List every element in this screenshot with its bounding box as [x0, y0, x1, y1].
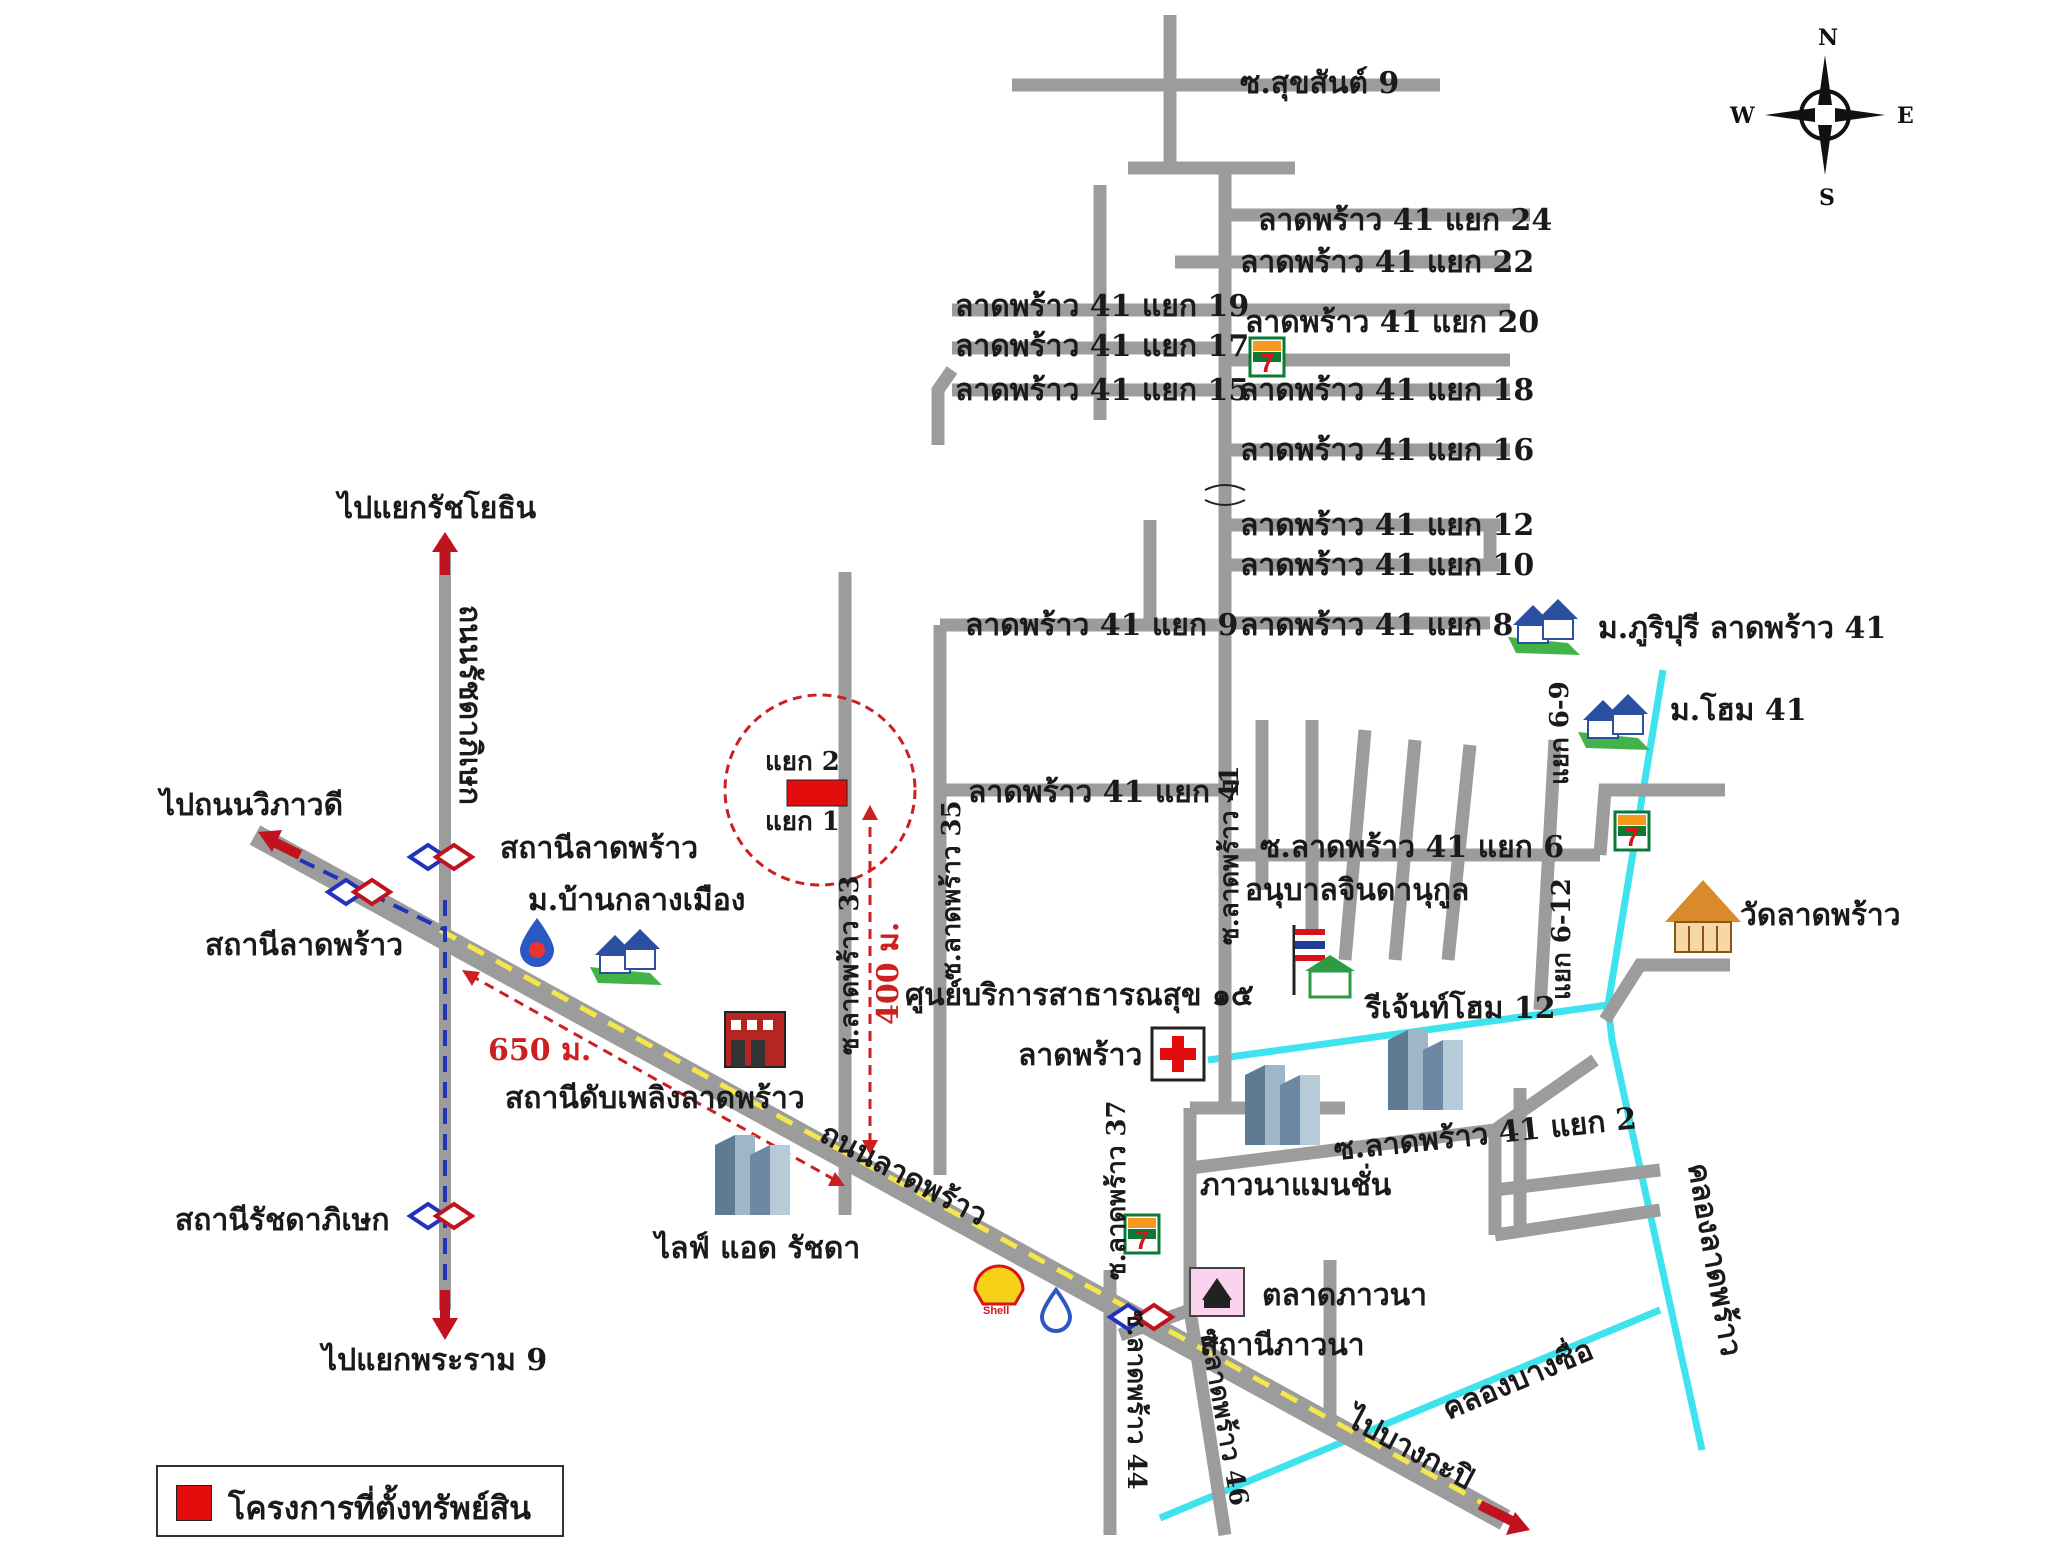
- housing-icon: [1508, 599, 1580, 655]
- label-phawana-station: สถานีภาวนา: [1200, 1328, 1365, 1363]
- compass-s: S: [1819, 185, 1835, 211]
- label-fire-station: สถานีดับเพลิงลาดพร้าว: [505, 1081, 805, 1116]
- label-soi22: ลาดพร้าว 41 แยก 22: [1240, 245, 1534, 280]
- label-soi12: ลาดพร้าว 41 แยก 12: [1240, 508, 1534, 543]
- label-ladprao-hospital: ลาดพร้าว: [1018, 1038, 1142, 1073]
- label-to-rama9: ไปแยกพระราม 9: [319, 1342, 547, 1378]
- label-soi35: ซ.ลาดพร้าว 35: [937, 800, 967, 980]
- hospital-icon: [1150, 1026, 1206, 1082]
- school-icon: [1292, 925, 1355, 999]
- label-soi17: ลาดพร้าว 41 แยก 17: [955, 329, 1249, 364]
- label-home41: ม.โฮม 41: [1670, 691, 1807, 728]
- seven-eleven-icon: 7: [1248, 336, 1286, 378]
- label-soi2: ซ.ลาดพร้าว 41 แยก 2: [1332, 1101, 1638, 1168]
- mrt-station-icon: [324, 877, 394, 907]
- compass-w: W: [1729, 103, 1755, 129]
- subject-location: แยก 2 แยก 1: [723, 693, 917, 887]
- direction-arrows: [258, 532, 1530, 1535]
- label-soi20: ลาดพร้าว 41 แยก 20: [1245, 305, 1539, 340]
- housing-icon: [1578, 694, 1650, 750]
- label-soi8: ลาดพร้าว 41 แยก 8: [1240, 608, 1513, 643]
- map-legend: โครงการที่ตั้งทรัพย์สิน: [156, 1465, 564, 1537]
- compass-icon: N S W E: [1729, 25, 1914, 211]
- label-split-2: แยก 2: [765, 747, 840, 777]
- label-phawana-mansion: ภาวนาแมนชั่น: [1200, 1163, 1392, 1203]
- label-station-ladprao-1: สถานีลาดพร้าว: [500, 831, 698, 866]
- ptt-gas-icon: [520, 918, 554, 967]
- mrt-station-icon: [406, 1201, 476, 1231]
- seven-eleven-icon: 7: [1613, 810, 1651, 852]
- seven-eleven-icon: 7: [1123, 1213, 1161, 1255]
- label-health-center: ศูนย์บริการสาธารณสุข ๑๕: [905, 978, 1254, 1014]
- mrt-station-icon: [1106, 1302, 1176, 1332]
- label-soi9: ลาดพร้าว 41 แยก 9: [965, 608, 1238, 643]
- label-regent: รีเจ้นท์โฮม 12: [1363, 989, 1556, 1026]
- label-canal-ladprao: คลองลาดพร้าว: [1680, 1160, 1748, 1359]
- legend-subject-label: โครงการที่ตั้งทรัพย์สิน: [228, 1489, 531, 1527]
- housing-icon: [590, 929, 662, 985]
- legend-subject-swatch: [176, 1485, 212, 1521]
- label-ratchada-rd: ถนนรัชดาภิเษก: [452, 605, 487, 805]
- road-break-icon: [1204, 484, 1246, 506]
- label-station-ladprao-2: สถานีลาดพร้าว: [205, 928, 403, 963]
- arrow-down-icon: [432, 1290, 458, 1340]
- label-split-6-12: แยก 6-12: [1547, 878, 1577, 1000]
- label-soi33: ซ.ลาดพร้าว 33: [835, 875, 865, 1055]
- label-kindergarten: อนุบาลจินดานุกูล: [1245, 873, 1469, 909]
- label-dist-650: 650 ม.: [488, 1033, 591, 1068]
- label-soi10: ลาดพร้าว 41 แยก 10: [1240, 548, 1534, 583]
- label-phawana-market: ตลาดภาวนา: [1262, 1278, 1427, 1313]
- compass-n: N: [1818, 25, 1838, 51]
- market-icon: [1189, 1267, 1245, 1317]
- compass-e: E: [1897, 103, 1914, 129]
- label-soi7: ลาดพร้าว 41 แยก 7: [968, 775, 1241, 810]
- ptt-gas-icon: [1039, 1286, 1073, 1333]
- label-split-1: แยก 1: [765, 807, 840, 837]
- label-split-6-9: แยก 6-9: [1545, 681, 1575, 785]
- label-sukhsan: ซ.สุขสันต์ 9: [1240, 66, 1399, 102]
- building-icon: [1388, 1030, 1463, 1110]
- temple-icon: [1665, 880, 1741, 953]
- building-icon: [1245, 1065, 1320, 1145]
- label-soi19: ลาดพร้าว 41 แยก 19: [955, 289, 1249, 324]
- label-soi41: ซ.ลาดพร้าว 41: [1215, 765, 1245, 945]
- label-soi15: ลาดพร้าว 41 แยก 15: [955, 373, 1249, 408]
- svg-text:7: 7: [1135, 1225, 1149, 1255]
- label-soi44: ซ.ลาดพร้าว 44: [1121, 1310, 1151, 1490]
- arrow-downright-icon: [1477, 1500, 1530, 1535]
- label-soi16: ลาดพร้าว 41 แยก 16: [1240, 433, 1534, 468]
- label-station-ratchada: สถานีรัชดาภิเษก: [175, 1203, 390, 1238]
- label-soi37: ซ.ลาดพร้าว 37: [1102, 1100, 1132, 1280]
- label-wat-ladprao: วัดลาดพร้าว: [1740, 898, 1901, 933]
- label-canal-bangsue: คลองบางซื่อ: [1435, 1328, 1598, 1427]
- label-soi24: ลาดพร้าว 41 แยก 24: [1258, 203, 1552, 238]
- shell-icon: Shell: [973, 1264, 1025, 1317]
- building-icon: [715, 1135, 790, 1215]
- mrt-station-icon: [406, 842, 476, 872]
- subject-marker: [786, 779, 848, 807]
- fire-station-icon: [724, 1011, 786, 1068]
- label-baan-klang: ม.บ้านกลางเมือง: [528, 883, 745, 918]
- label-dist-400: 400 ม.: [871, 922, 906, 1025]
- label-to-ratchayothin: ไปแยกรัชโยธิน: [335, 489, 537, 526]
- label-life-ratchada: ไลฟ์ แอด รัชดา: [652, 1230, 860, 1266]
- label-soi6: ซ.ลาดพร้าว 41 แยก 6: [1260, 830, 1564, 865]
- label-phuriphuri: ม.ภูริปุรี ลาดพร้าว 41: [1598, 611, 1886, 647]
- label-to-vibhavadi: ไปถนนวิภาวดี: [157, 787, 343, 823]
- label-soi18: ลาดพร้าว 41 แยก 18: [1240, 373, 1534, 408]
- arrow-up-icon: [432, 532, 458, 575]
- svg-text:7: 7: [1625, 822, 1639, 852]
- shell-label: Shell: [983, 1305, 1009, 1317]
- svg-text:7: 7: [1260, 348, 1274, 378]
- canal-bangsue: [1158, 1306, 1662, 1522]
- arrow-upleft-icon: [258, 830, 303, 860]
